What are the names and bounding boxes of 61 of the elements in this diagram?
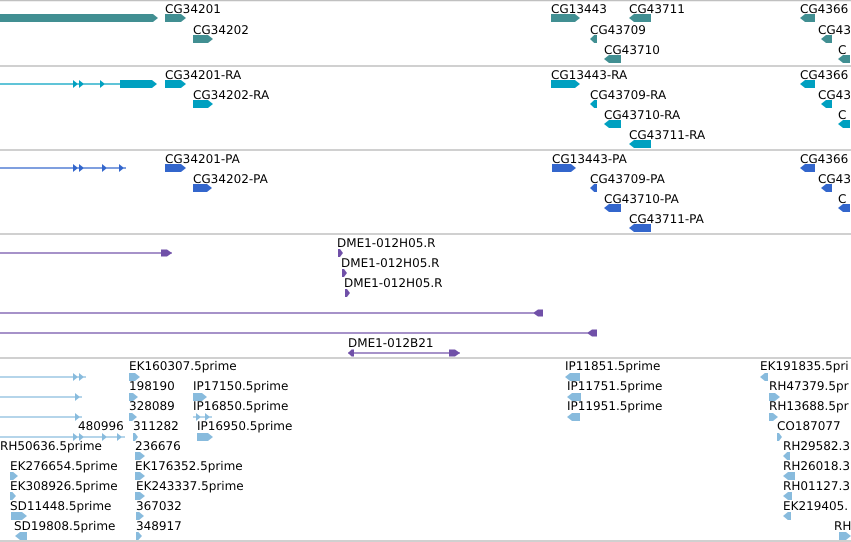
feature-label: RH47379.5pr xyxy=(769,379,849,393)
feature-label: IP17150.5prime xyxy=(193,379,288,393)
feature-label: CG43711 xyxy=(629,2,685,16)
feature-label: 236676 xyxy=(135,439,181,453)
feature-label: IP16950.5prime xyxy=(197,419,292,433)
feature-label: CG43710-PA xyxy=(604,192,679,206)
feature-label: EK160307.5prime xyxy=(129,359,237,373)
feature-label: RH50636.5prime xyxy=(0,439,102,453)
feature-label: SD11448.5prime xyxy=(10,499,112,513)
feature-label: DME1-012H05.R xyxy=(337,236,436,250)
feature-label: CG34201 xyxy=(165,2,221,16)
feature-label: CG43710-RA xyxy=(604,108,680,122)
feature-label: DME1-012H05.R xyxy=(341,256,440,270)
feature-label: C xyxy=(838,43,846,57)
feature-label: EK276654.5prime xyxy=(10,459,118,473)
feature-label: CG43711-RA xyxy=(629,128,706,142)
feature-label: RH26018.3 xyxy=(783,459,850,473)
feature-label: CG43710 xyxy=(604,43,660,57)
feature-label: CG34201-PA xyxy=(165,152,240,166)
feature-label: CG43 xyxy=(818,172,851,186)
feature-label: IP11751.5prime xyxy=(567,379,662,393)
feature-label: RH13688.5pr xyxy=(769,399,849,413)
feature-label: CG13443-RA xyxy=(551,68,628,82)
feature-label: CG43709 xyxy=(590,23,646,37)
feature-label: 367032 xyxy=(136,499,182,513)
feature-label: RH xyxy=(834,519,851,533)
feature-label: DME1-012H05.R xyxy=(344,276,442,290)
feature-label: C xyxy=(838,192,846,206)
feature-label: 480996 xyxy=(78,419,124,433)
feature-label: 328089 xyxy=(129,399,175,413)
feature-label: CG13443 xyxy=(551,2,607,16)
feature-label: 311282 xyxy=(133,419,179,433)
feature-label: CG34202 xyxy=(193,23,249,37)
feature-label: IP16850.5prime xyxy=(193,399,288,413)
feature-label: RH01127.3 xyxy=(783,479,850,493)
feature-label: CG34201-RA xyxy=(165,68,242,82)
feature-label: CG43709-RA xyxy=(590,88,666,102)
feature-label: C xyxy=(838,108,846,122)
feature-label: CG43 xyxy=(818,88,851,102)
feature-label: CG43 xyxy=(818,23,851,37)
feature-label: 348917 xyxy=(136,519,182,533)
feature-label: CG4366 xyxy=(800,68,848,82)
feature-label: 198190 xyxy=(129,379,175,393)
feature-label: CG4366 xyxy=(800,2,848,16)
feature-label: EK176352.5prime xyxy=(135,459,243,473)
feature-label: CG43711-PA xyxy=(629,212,704,226)
feature-label: IP11951.5prime xyxy=(567,399,662,413)
feature-label: RH29582.3 xyxy=(783,439,850,453)
feature-label: IP11851.5prime xyxy=(565,359,660,373)
feature-label: EK308926.5prime xyxy=(10,479,118,493)
feature-label: CG43709-PA xyxy=(590,172,665,186)
feature-label: EK243337.5prime xyxy=(136,479,244,493)
feature-label: DME1-012B21 xyxy=(348,336,434,350)
feature-label: CG13443-PA xyxy=(552,152,627,166)
feature-label: SD19808.5prime xyxy=(14,519,116,533)
feature-label: EK219405. xyxy=(783,499,848,513)
feature-label: CG34202-RA xyxy=(193,88,270,102)
feature-label: CG34202-PA xyxy=(193,172,268,186)
feature-label: CG4366 xyxy=(800,152,848,166)
feature-label: CO187077 xyxy=(777,419,841,433)
feature-label: EK191835.5pri xyxy=(760,359,849,373)
